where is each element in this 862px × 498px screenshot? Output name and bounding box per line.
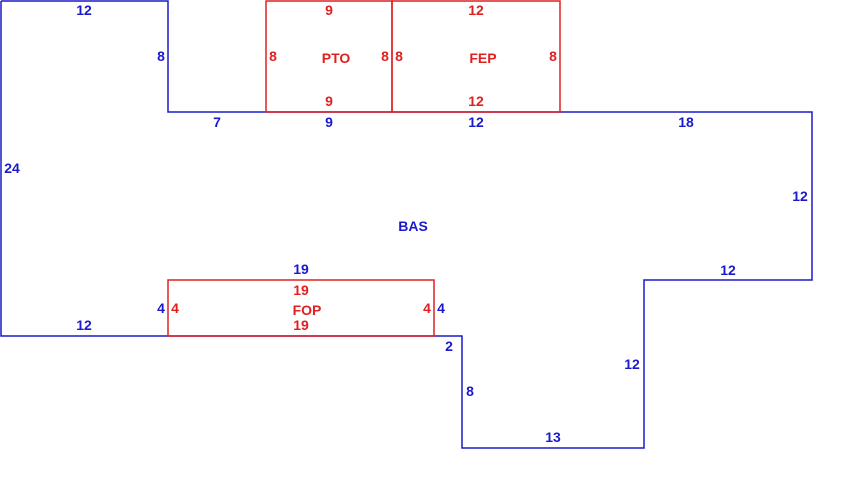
pto-area-label: PTO xyxy=(322,50,351,66)
bas-right-dim: 12 xyxy=(792,188,808,204)
fep-area-label: FEP xyxy=(469,50,496,66)
bas-seg9-dim: 9 xyxy=(325,114,333,130)
fep-left-dim: 8 xyxy=(395,48,403,64)
fop-area-label: FOP xyxy=(293,302,322,318)
bas-fop-right-dim: 4 xyxy=(437,300,445,316)
bas-side-dim: 8 xyxy=(466,383,474,399)
bas-jog-dim: 2 xyxy=(445,338,453,354)
bas-fop-left-dim: 4 xyxy=(157,300,165,316)
fep-right-dim: 8 xyxy=(549,48,557,64)
pto-right-dim: 8 xyxy=(381,48,389,64)
fop-right-dim: 4 xyxy=(423,300,431,316)
fep-outline xyxy=(391,0,561,113)
bas-top-dim: 12 xyxy=(76,2,92,18)
fep-top-dim: 12 xyxy=(468,2,484,18)
fop-bottom-dim: 19 xyxy=(293,317,309,333)
bas-left-bottom-dim: 12 xyxy=(76,317,92,333)
bas-drop-dim: 12 xyxy=(624,356,640,372)
pto-bottom-dim: 9 xyxy=(325,93,333,109)
bas-seg18-dim: 18 xyxy=(678,114,694,130)
fop-left-dim: 4 xyxy=(171,300,179,316)
bas-notch-dim: 8 xyxy=(157,48,165,64)
bas-fop-top-dim: 19 xyxy=(293,261,309,277)
bas-seg7-dim: 7 xyxy=(213,114,221,130)
bas-area-label: BAS xyxy=(398,218,428,234)
bas-step-dim: 12 xyxy=(720,262,736,278)
bas-bottom-dim: 13 xyxy=(545,429,561,445)
pto-top-dim: 9 xyxy=(325,2,333,18)
fep-bottom-dim: 12 xyxy=(468,93,484,109)
fop-top-dim: 19 xyxy=(293,282,309,298)
pto-left-dim: 8 xyxy=(269,48,277,64)
bas-seg12-dim: 12 xyxy=(468,114,484,130)
bas-left-dim: 24 xyxy=(4,160,20,176)
fop-outline xyxy=(167,279,435,337)
